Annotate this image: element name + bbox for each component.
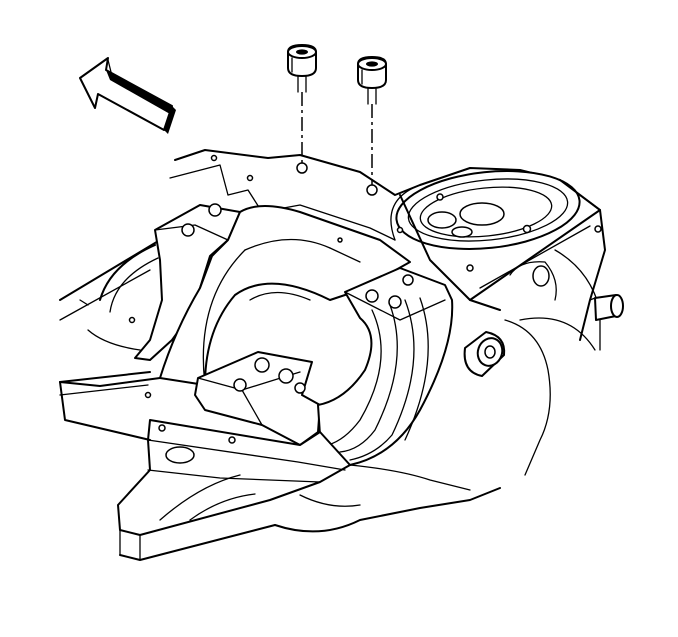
front-direction-arrow-icon [79,57,176,134]
socket-head-bolt-icon [287,44,317,77]
dowel-pin [589,294,624,321]
bolt-left [287,44,317,166]
rear-boss [395,170,581,250]
side-port-fitting [463,331,506,377]
engine-block [59,149,624,561]
socket-head-bolt-icon [357,56,387,89]
bolt-right [357,56,387,188]
